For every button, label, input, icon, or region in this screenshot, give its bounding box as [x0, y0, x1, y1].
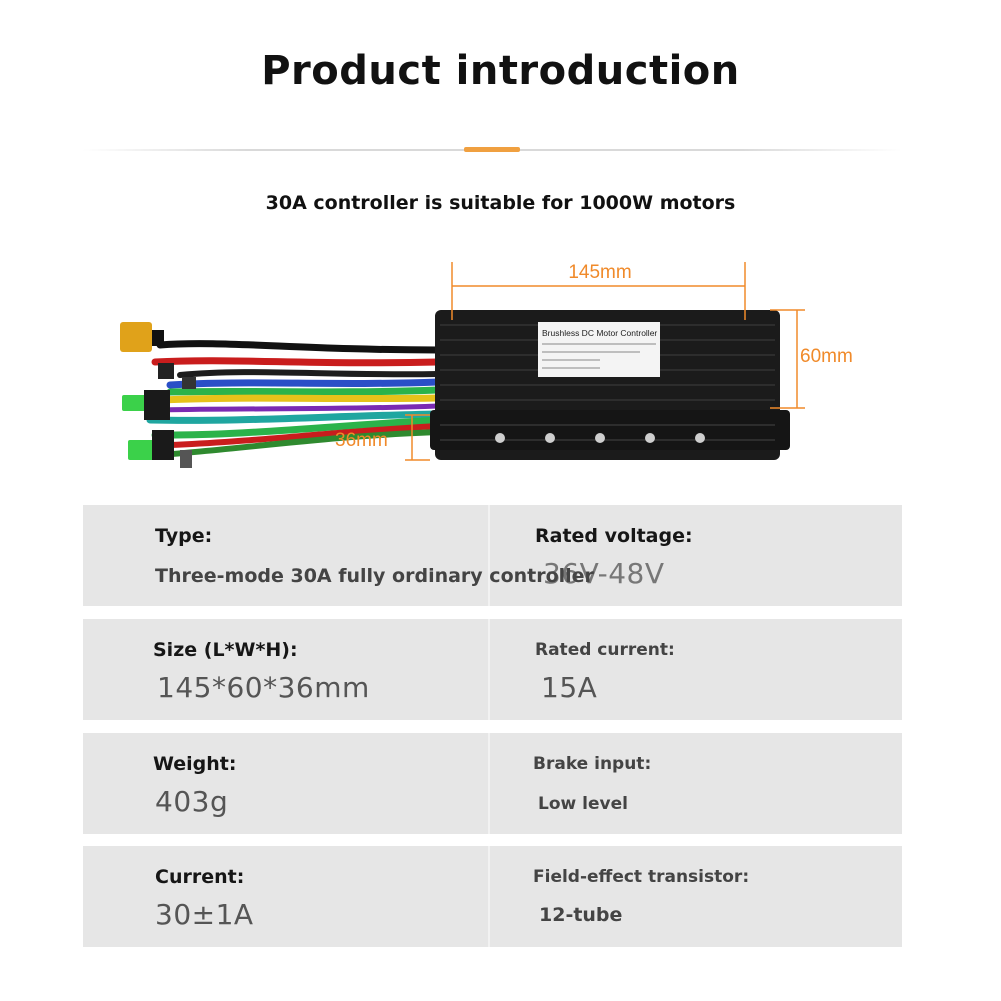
weight-label: Weight:	[153, 753, 237, 775]
rated-voltage-value: 36V-48V	[543, 557, 665, 590]
xt60-connector	[120, 322, 152, 352]
controller-product-image: Brushless DC Motor Controller 145mm 60mm…	[120, 262, 853, 468]
green-connector-2	[128, 440, 154, 460]
wire-bundle	[146, 340, 442, 458]
divider-accent	[464, 147, 520, 152]
fet-label: Field-effect transistor:	[533, 867, 750, 887]
type-label: Type:	[155, 525, 213, 547]
size-value: 145*60*36mm	[157, 671, 370, 704]
weight-value: 403g	[155, 785, 229, 818]
fet-value: 12-tube	[539, 904, 623, 926]
page-title: Product introduction	[261, 48, 740, 94]
spec-row-type-voltage: Type: 36V-48V Three-mode 30A fully ordin…	[83, 505, 902, 606]
rated-current-value: 15A	[541, 671, 598, 704]
spec-row-size-current: Size (L*W*H): 145*60*36mm Rated current:…	[83, 619, 902, 720]
controller-label-text: Brushless DC Motor Controller	[542, 328, 657, 338]
rated-voltage-label: Rated voltage:	[535, 525, 693, 547]
page-subtitle: 30A controller is suitable for 1000W mot…	[265, 192, 736, 214]
dimension-lines	[405, 262, 805, 461]
green-connector	[122, 395, 146, 411]
controller-body: Brushless DC Motor Controller	[430, 310, 790, 460]
type-value: Three-mode 30A fully ordinary controller	[155, 565, 594, 587]
current-value: 30±1A	[155, 898, 254, 931]
size-label: Size (L*W*H):	[153, 639, 298, 661]
spec-row-weight-brake: Weight: 403g Brake input: Low level	[83, 733, 902, 834]
dimension-width: 60mm	[800, 346, 853, 367]
spec-row-current-fet: Current: 30±1A Field-effect transistor: …	[83, 846, 902, 947]
brake-input-label: Brake input:	[533, 754, 652, 774]
dimension-length: 145mm	[568, 262, 631, 283]
current-label: Current:	[155, 866, 245, 888]
rated-current-label: Rated current:	[535, 640, 675, 660]
brake-input-value: Low level	[538, 794, 628, 814]
dimension-height: 36mm	[335, 430, 388, 451]
